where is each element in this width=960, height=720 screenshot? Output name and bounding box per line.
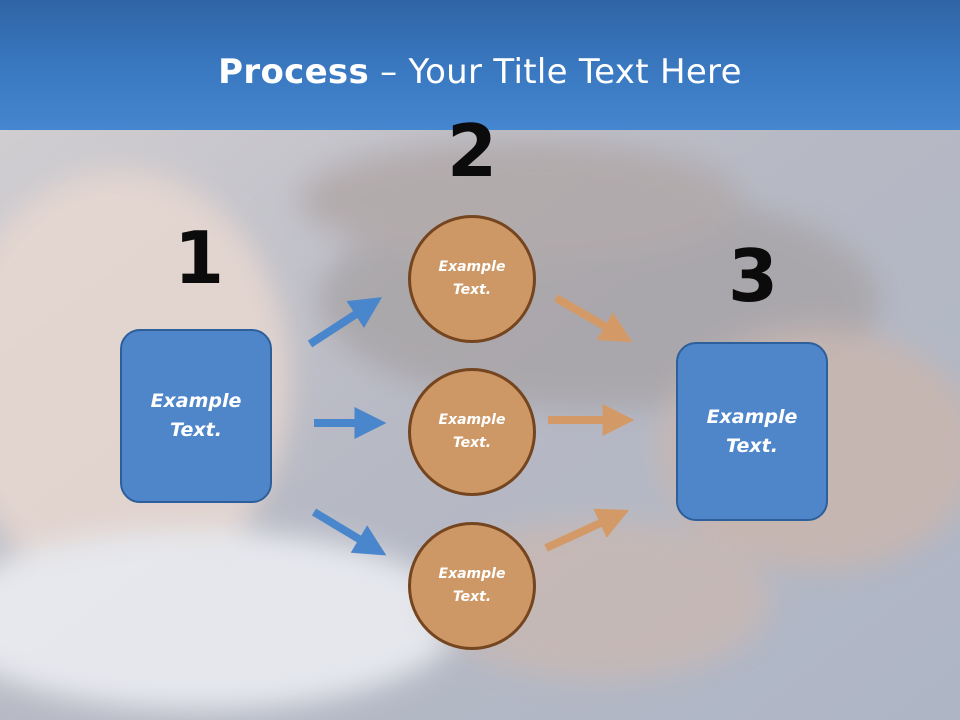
step-3-line2: Text. bbox=[726, 434, 778, 457]
slide-title: Process – Your Title Text Here bbox=[0, 52, 960, 92]
circle-3-line1: Example bbox=[438, 566, 506, 582]
step-number-3: 3 bbox=[727, 234, 779, 318]
circle-1-line2: Text. bbox=[452, 282, 492, 298]
title-bold: Process bbox=[218, 52, 370, 92]
circle-1-line1: Example bbox=[438, 259, 506, 275]
circle-2-line1: Example bbox=[438, 412, 506, 428]
title-bar bbox=[0, 0, 960, 130]
step-number-1: 1 bbox=[173, 216, 225, 300]
step-number-2: 2 bbox=[446, 109, 498, 193]
circle-2-line2: Text. bbox=[452, 435, 492, 451]
step-3-line1: Example bbox=[706, 405, 798, 428]
arrow-from-circle-1 bbox=[553, 294, 633, 343]
arrow-to-circle-1 bbox=[307, 297, 383, 348]
arrow-to-circle-3 bbox=[311, 508, 387, 556]
arrow-from-circle-3 bbox=[544, 508, 630, 552]
circle-3-line2: Text. bbox=[452, 589, 492, 605]
step-1-line1: Example bbox=[150, 390, 242, 412]
step-1-line2: Text. bbox=[170, 419, 222, 441]
title-rest: – Your Title Text Here bbox=[369, 52, 742, 92]
